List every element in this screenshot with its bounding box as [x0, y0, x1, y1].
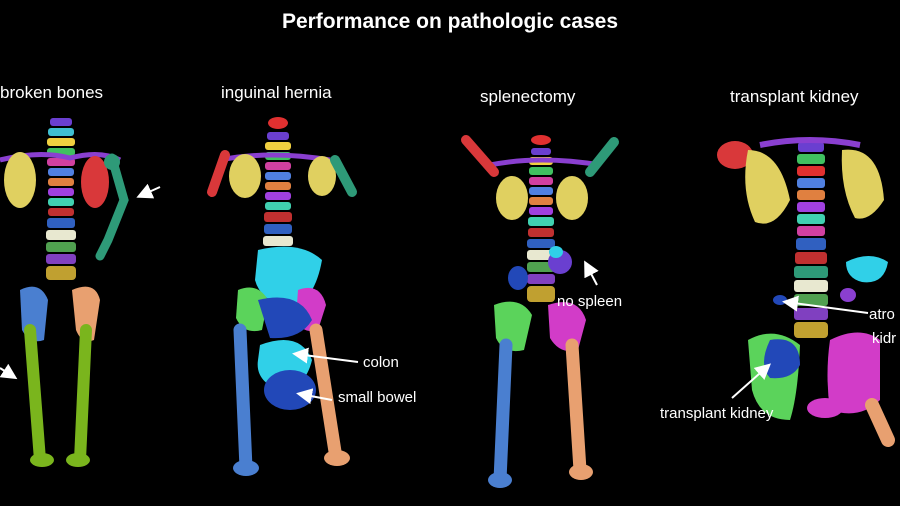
- annotation-small-bowel: small bowel: [338, 389, 417, 406]
- scapula-right: [81, 156, 109, 208]
- annotation-kidney: kidr: [872, 330, 897, 347]
- transplant-kidney: [764, 339, 800, 379]
- annotation-atrophic: atro: [869, 306, 895, 323]
- slide-title: Performance on pathologic cases: [281, 10, 619, 33]
- scapula-left: [4, 152, 36, 208]
- render-splenectomy: [461, 135, 619, 488]
- panel-label-splenectomy: splenectomy: [480, 87, 576, 106]
- panel-label-inguinal-hernia: inguinal hernia: [221, 83, 332, 102]
- render-broken-bones: [0, 118, 161, 467]
- spine-column: [794, 142, 828, 338]
- render-inguinal-hernia: [207, 117, 359, 476]
- annotation-transplant-kidney: transplant kidney: [660, 405, 774, 422]
- spine-column: [527, 148, 555, 302]
- spine-column: [263, 132, 293, 246]
- spine-column: [46, 118, 76, 280]
- panel-label-broken-bones: broken bones: [0, 83, 104, 102]
- small-bowel: [264, 370, 316, 410]
- panel-label-transplant-kidney: transplant kidney: [730, 87, 859, 106]
- broken-arm: [95, 153, 129, 261]
- broken-femur: [24, 324, 46, 466]
- annotation-no-spleen: no spleen: [557, 293, 623, 310]
- render-transplant-kidney: [717, 137, 895, 447]
- annotation-colon: colon: [363, 354, 399, 371]
